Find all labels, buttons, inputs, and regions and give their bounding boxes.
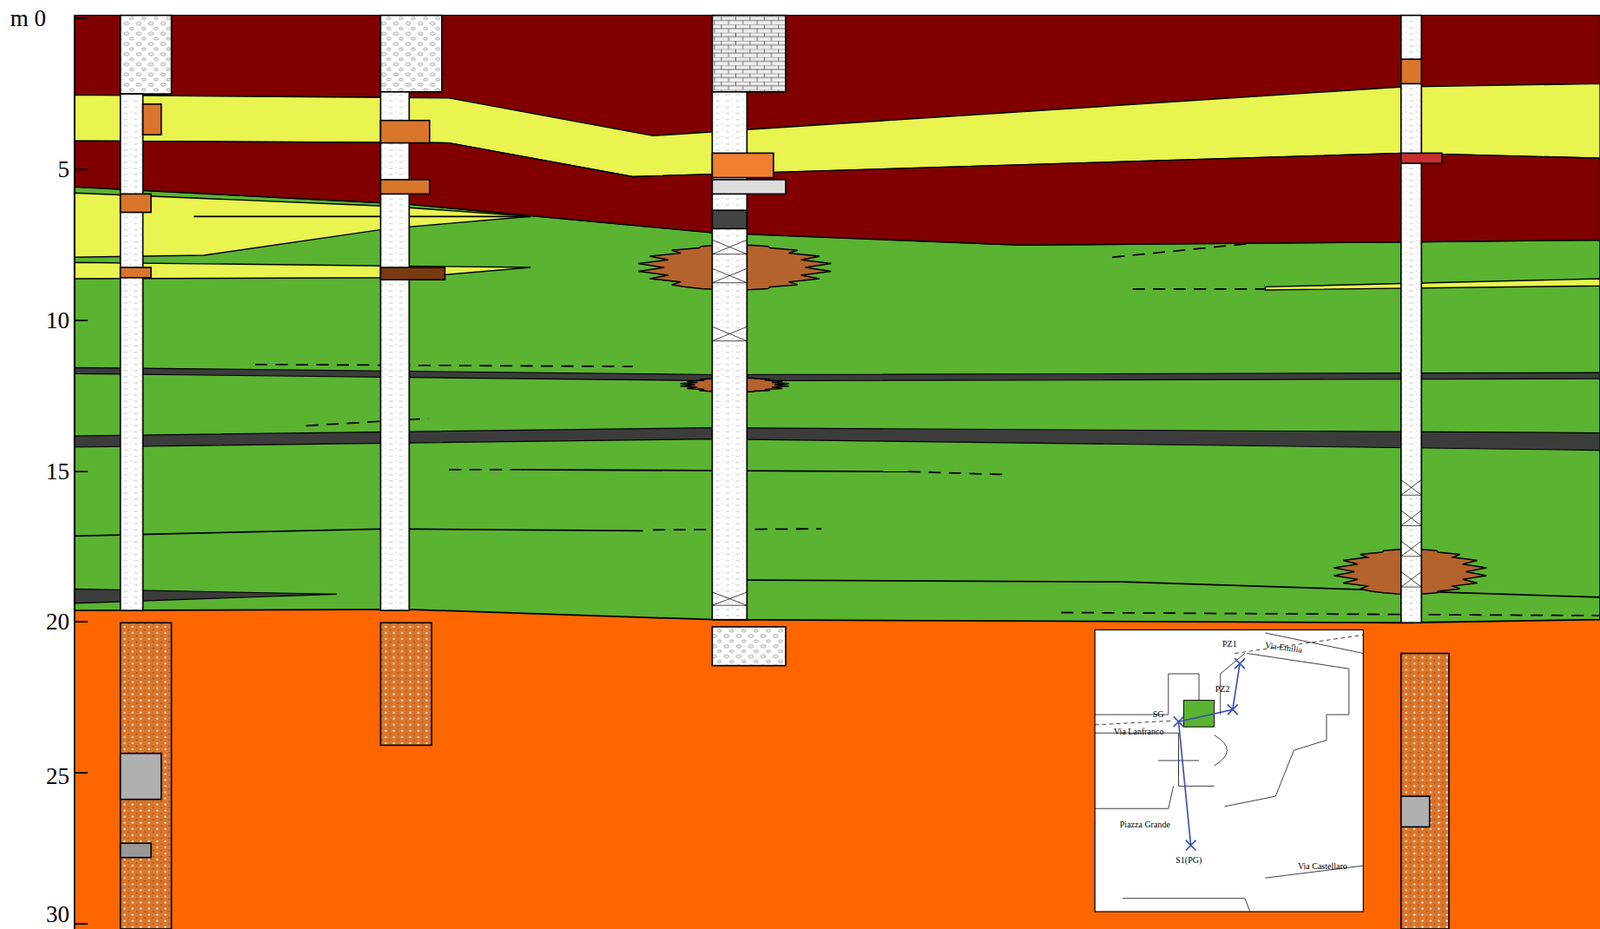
map-label: Via Castellaro [1297,862,1348,871]
depth-label: 25 [46,764,70,789]
depth-label: 15 [46,460,70,484]
sand-lens [1264,278,1600,290]
map-label: PZ1 [1222,639,1238,649]
depth-label: 5 [57,158,70,182]
peat-lenses [638,244,1487,594]
clay-layer [74,186,1600,623]
organic-band [74,367,1600,381]
depth-label: 10 [46,309,70,333]
location-map [1094,629,1363,912]
log-marks [711,239,1422,606]
map-label: SG [1152,710,1165,719]
gravel-layer [74,15,1600,929]
depth-label: m 0 [10,6,47,31]
map-label: Via Lanfranco [1113,727,1164,737]
correlation-lines [74,216,1600,616]
organic-band [74,588,337,603]
map-label: PZ2 [1215,684,1231,694]
organic-band [74,427,1600,451]
borehole-logs [120,15,1449,929]
map-label: Piazza Grande [1119,820,1171,830]
depth-axis [74,15,88,929]
depth-label: 30 [46,902,70,927]
depth-label: 20 [46,610,70,634]
map-label: S1(PG) [1175,855,1202,865]
